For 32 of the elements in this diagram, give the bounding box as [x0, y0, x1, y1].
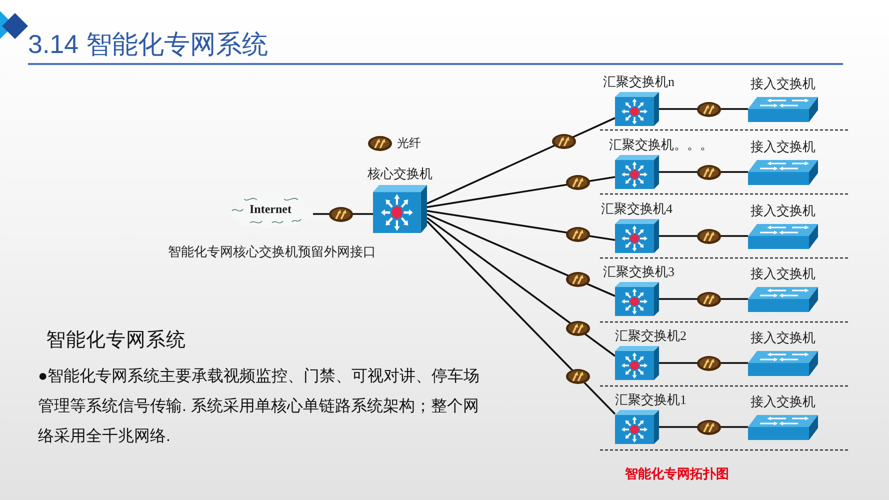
legend-label: 光纤 [397, 135, 421, 151]
cable-line [426, 213, 616, 297]
switch-label: 接入交换机 [750, 139, 816, 154]
cable-line [426, 220, 616, 415]
cable-line [659, 108, 748, 110]
switch-label: 汇聚交换机n [603, 74, 674, 89]
cable-line [426, 117, 616, 204]
switch-label: 核心交换机 [368, 166, 432, 182]
switch-label: 汇聚交换机3 [603, 264, 674, 279]
cable-line [426, 217, 616, 357]
switch-label: 接入交换机 [750, 330, 816, 345]
switch-label: 汇聚交换机4 [601, 201, 672, 216]
switch-label: 接入交换机 [750, 203, 816, 218]
cable-line [426, 210, 616, 241]
note-text: 智能化专网核心交换机预留外网接口 [168, 244, 376, 260]
cloud-label: Internet [248, 202, 292, 217]
switch-label: 接入交换机 [750, 76, 816, 91]
switch-label: 汇聚交换机2 [615, 328, 686, 343]
figure-caption: 智能化专网拓扑图 [625, 466, 729, 482]
section-heading: 智能化专网系统 [46, 328, 186, 352]
cable-line [659, 298, 748, 300]
body-paragraph: ●智能化专网系统主要承载视频监控、门禁、可视对讲、停车场管理等系统信号传输. 系统采用单核心单链路系统架构；整个网络采用全千兆网络. [38, 366, 481, 447]
cable-line [426, 176, 616, 208]
slide-title: 3.14 智能化专网系统 [28, 29, 268, 59]
switch-label: 汇聚交换机。。。 [609, 137, 713, 152]
cable-line [659, 235, 748, 237]
cable-line [659, 426, 748, 428]
cable-line [659, 362, 748, 364]
switch-label: 汇聚交换机1 [615, 392, 686, 407]
switch-label: 接入交换机 [750, 394, 816, 409]
cable-line [659, 171, 748, 173]
switch-label: 接入交换机 [750, 266, 816, 281]
